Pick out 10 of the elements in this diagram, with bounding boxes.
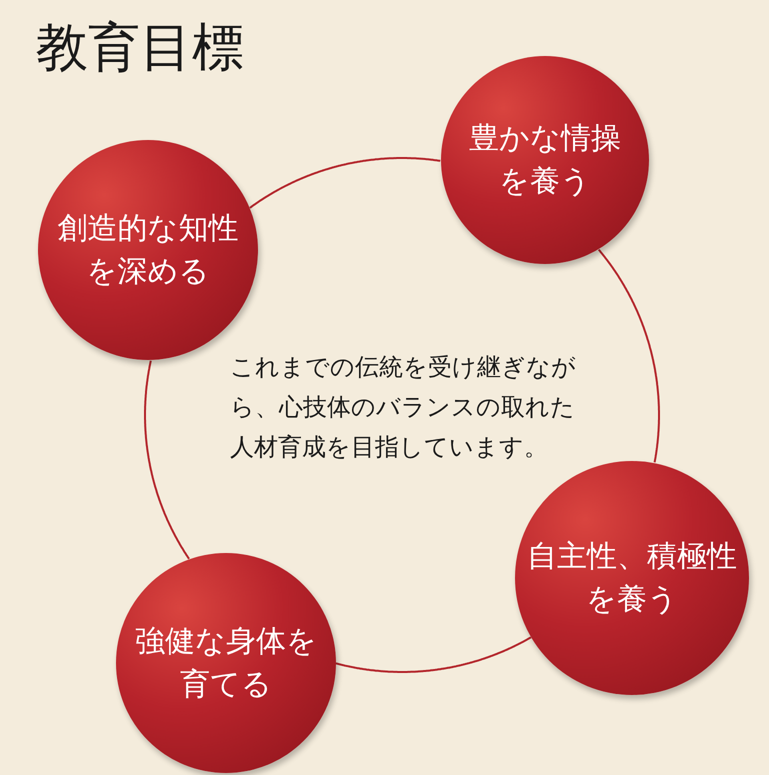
goal-text: 豊かな情操を養う	[468, 120, 622, 201]
connector-arc	[249, 157, 440, 209]
goal-text: 自主性、積極性を養う	[526, 538, 738, 619]
connector-arc	[336, 636, 532, 673]
connector-arc	[598, 248, 660, 462]
goal-text: 創造的な知性を深める	[56, 210, 240, 291]
title: 教育目標	[36, 22, 244, 74]
connector-arc	[144, 360, 190, 560]
goal-text: 強健な身体を育てる	[134, 622, 318, 704]
description-text: これまでの伝統を受け継ぎながら、心技体のバランスの取れた人材育成を目指しています。	[230, 352, 577, 463]
